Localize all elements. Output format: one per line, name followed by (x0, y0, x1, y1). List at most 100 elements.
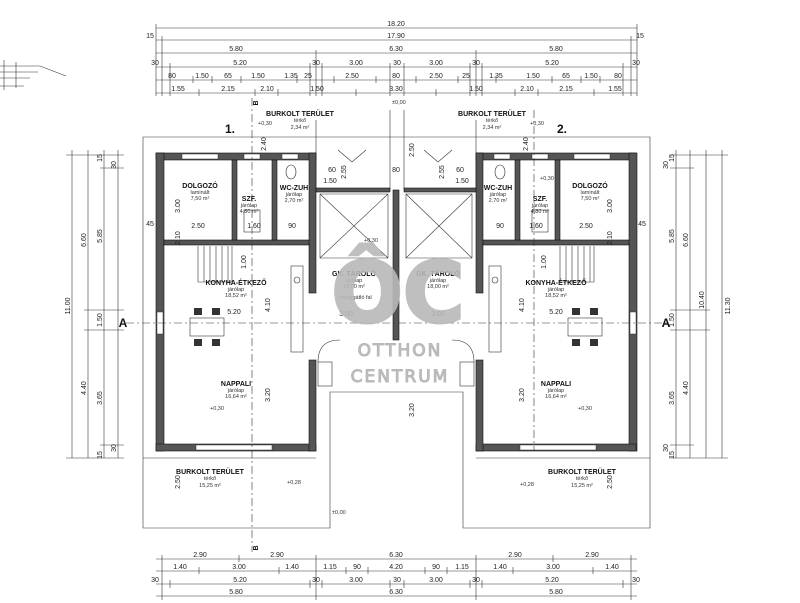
bottom-dim-label: 30 (312, 577, 320, 584)
svg-text:3.20: 3.20 (519, 388, 526, 402)
svg-text:2.50: 2.50 (191, 223, 205, 230)
svg-text:BURKOLT TERÜLET: BURKOLT TERÜLET (176, 467, 245, 476)
top-dim-label: 17.90 (387, 33, 405, 40)
left-dim-label: 11.00 (65, 297, 72, 314)
left-dim-label: 5.85 (97, 229, 104, 243)
top-dim-label: 65 (224, 73, 232, 80)
svg-text:GK. TÁROLÓ: GK. TÁROLÓ (332, 269, 376, 278)
top-dim-label: 80 (392, 73, 400, 80)
svg-text:80: 80 (392, 167, 400, 174)
top-dim-row1: 18.20 (387, 21, 405, 28)
svg-text:3.00: 3.00 (431, 311, 445, 318)
top-dim-label: 1.50 (469, 86, 483, 93)
bottom-dim-label: 30 (472, 577, 480, 584)
bottom-dim-label: 2.90 (508, 552, 522, 559)
section-mark-a: A (119, 316, 128, 330)
svg-text:járólap: járólap (227, 388, 245, 394)
top-dim-label: 30 (151, 60, 159, 67)
top-dim-label: 30 (472, 60, 480, 67)
left-dim-label: 1.50 (97, 313, 104, 327)
svg-text:4.10: 4.10 (519, 298, 526, 312)
svg-text:WC-ZUH: WC-ZUH (484, 185, 512, 192)
stairs (197, 246, 595, 283)
svg-text:1.50: 1.50 (455, 178, 469, 185)
svg-text:1.60: 1.60 (529, 223, 543, 230)
top-dim-label: 5.80 (229, 46, 243, 53)
level-floor: +0,30 (578, 406, 592, 412)
left-dim-label: 4.40 (81, 381, 88, 395)
room-wczuh-left: WC-ZUH járólap 2,70 m² (280, 185, 308, 204)
top-dim-label: 1.50 (310, 86, 324, 93)
svg-text:2.55: 2.55 (341, 165, 348, 179)
top-dim-label: 30 (632, 60, 640, 67)
svg-text:2.50: 2.50 (607, 475, 614, 489)
top-dim-row6: 1.55 2.15 2.10 1.50 3.30 1.50 2.10 2.15 … (171, 86, 622, 93)
svg-text:7,50 m²: 7,50 m² (581, 196, 600, 202)
room-konyha-right: KONYHA-ÉTKEZŐ járólap 18,52 m² (525, 278, 587, 299)
top-dim-row5: 80 1.50 65 1.50 1.35 25 2.50 80 2.50 25 … (168, 73, 622, 80)
svg-text:16,64 m²: 16,64 m² (545, 394, 567, 400)
svg-text:térkő: térkő (204, 476, 216, 482)
svg-text:DOLGOZÓ: DOLGOZÓ (572, 181, 608, 190)
right-dim-label: 11.30 (725, 297, 732, 314)
room-nappali-left: NAPPALI járólap 16,64 m² (221, 381, 251, 400)
garage-doors (317, 339, 475, 387)
top-dim-label: 30 (312, 60, 320, 67)
unit-numbers: 1. 2. (225, 122, 567, 136)
level-floor: +0,30 (364, 238, 378, 244)
bottom-dim-label: 3.00 (349, 577, 363, 584)
bottom-dim-label: 3.00 (429, 577, 443, 584)
svg-text:1.60: 1.60 (247, 223, 261, 230)
top-dim-label: 1.50 (584, 73, 598, 80)
svg-text:WC-ZUH: WC-ZUH (280, 185, 308, 192)
svg-text:1.00: 1.00 (241, 255, 248, 269)
svg-text:DOLGOZÓ: DOLGOZÓ (182, 181, 218, 190)
watermark: ÔC OTTHON CENTRUM (330, 243, 466, 388)
section-mark-b: B (253, 100, 260, 105)
svg-text:2,70 m²: 2,70 m² (285, 198, 304, 204)
svg-text:2.10: 2.10 (607, 231, 614, 245)
left-dims: 11.00 6.60 4.40 15 30 5.85 1.50 3.65 30 … (65, 154, 118, 459)
bottom-dim-label: 6.30 (389, 589, 403, 596)
right-dim-label: 15 (669, 451, 676, 459)
svg-text:2.50: 2.50 (409, 143, 416, 157)
top-dim-label: 2.15 (559, 86, 573, 93)
bottom-dim-label: 4.20 (389, 564, 403, 571)
right-dim-label: 4.40 (683, 381, 690, 395)
svg-text:NAPPALI: NAPPALI (541, 381, 571, 388)
svg-text:SZF.: SZF. (533, 196, 547, 203)
svg-text:18,52 m²: 18,52 m² (545, 293, 567, 299)
bottom-dim-label: 30 (151, 577, 159, 584)
svg-text:KONYHA-ÉTKEZŐ: KONYHA-ÉTKEZŐ (205, 278, 267, 287)
room-gk-left: GK. TÁROLÓ járólap 18,00 m² (332, 269, 376, 290)
svg-text:BURKOLT TERÜLET: BURKOLT TERÜLET (458, 109, 527, 118)
top-dim-label: 1.55 (171, 86, 185, 93)
room-dolgozo-left: DOLGOZÓ laminált 7,50 m² (182, 181, 218, 202)
svg-text:laminált: laminált (581, 190, 600, 196)
left-dim-label: 3.65 (97, 391, 104, 405)
bottom-dim-label: 2.90 (270, 552, 284, 559)
room-burkolt-bottom-left: BURKOLT TERÜLET térkő 15,25 m² (176, 467, 245, 489)
svg-text:KONYHA-ÉTKEZŐ: KONYHA-ÉTKEZŐ (525, 278, 587, 287)
section-mark-a: A (662, 316, 671, 330)
bottom-dim-label: 5.80 (549, 589, 563, 596)
top-dim-label: 5.20 (233, 60, 247, 67)
svg-text:2,34 m²: 2,34 m² (483, 125, 502, 131)
left-dim-label: 30 (111, 161, 118, 169)
top-dim-label: 3.30 (389, 86, 403, 93)
level-floor: +0,30 (210, 406, 224, 412)
kitchen-counters (290, 265, 502, 353)
dining-tables (189, 308, 603, 346)
right-dim-label: 3.65 (669, 391, 676, 405)
room-burkolt-top-right: BURKOLT TERÜLET térkő 2,34 m² (458, 109, 527, 131)
room-dolgozo-right: DOLGOZÓ laminált 7,50 m² (572, 181, 608, 202)
svg-text:járólap: járólap (240, 203, 258, 209)
svg-text:4.10: 4.10 (265, 298, 272, 312)
svg-text:járólap: járólap (489, 192, 507, 198)
top-dim-label: 1.50 (251, 73, 265, 80)
bottom-dim-label: 5.20 (545, 577, 559, 584)
top-dim-label: 1.35 (489, 73, 503, 80)
room-konyha-left: KONYHA-ÉTKEZŐ járólap 18,52 m² (205, 278, 267, 299)
garage-roof-lines (319, 149, 473, 259)
level-zero: ±0,00 (392, 100, 406, 106)
